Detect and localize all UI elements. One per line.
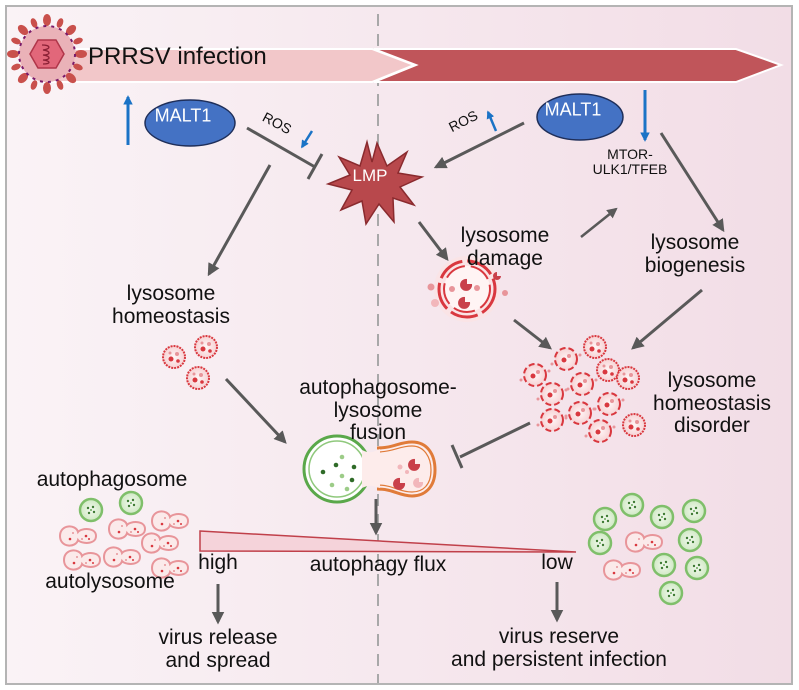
lysosome-biogenesis-label: lysosome biogenesis bbox=[644, 231, 746, 277]
autophagy-flux-wedge bbox=[199, 530, 577, 553]
lysosome-damage-line1: lysosome bbox=[460, 224, 550, 247]
flux-low-label: low bbox=[541, 551, 573, 574]
mtor-label-line2: ULK1/TFEB bbox=[592, 161, 668, 178]
malt1-node-left bbox=[144, 99, 236, 147]
ros-down-arrow-left bbox=[300, 130, 314, 149]
infection-title: PRRSV infection bbox=[88, 43, 267, 70]
virus-icon bbox=[7, 14, 87, 94]
virus-release-label: virus release and spread bbox=[158, 626, 278, 672]
lmp-label: LMP bbox=[352, 166, 388, 185]
lmp-burst bbox=[325, 139, 425, 227]
virus-reserve-line1: virus reserve bbox=[498, 625, 620, 648]
ros-arrow-right bbox=[433, 121, 525, 169]
homeostasis-disorder-label: lysosome homeostasis disorder bbox=[653, 369, 771, 438]
malt1-label-left: MALT1 bbox=[154, 105, 212, 126]
mtor-label-line1: MTOR- bbox=[607, 146, 653, 162]
malt1-node-right bbox=[536, 93, 624, 141]
lysosome-cluster-disorder bbox=[518, 335, 646, 443]
virus-release-line2: and spread bbox=[165, 648, 271, 672]
flux-high-label: high bbox=[198, 551, 238, 574]
mtor-label: MTOR- ULK1/TFEB bbox=[592, 146, 668, 178]
fusion-label-line3: fusion bbox=[349, 421, 407, 445]
fusion-label: autophagosome- lysosome fusion bbox=[299, 376, 457, 445]
autophagosome-label: autophagosome bbox=[36, 468, 188, 491]
lysosome-biogenesis-line1: lysosome bbox=[650, 231, 740, 254]
autophagy-flux-label: autophagy flux bbox=[309, 553, 447, 576]
fusion-label-line1: autophagosome- bbox=[299, 376, 457, 399]
virus-reserve-label: virus reserve and persistent infection bbox=[451, 625, 667, 671]
malt1-label-right: MALT1 bbox=[544, 99, 602, 120]
fusion-organelle bbox=[302, 434, 437, 504]
lysosome-damage-line2: damage bbox=[467, 246, 543, 270]
arrow-to-homeostasis bbox=[207, 164, 272, 277]
virus-release-line1: virus release bbox=[158, 626, 278, 649]
figure-frame: PRRSV infection MALT1 MALT1 ROS ROS LMP … bbox=[5, 5, 793, 685]
vesicle-cluster-left bbox=[59, 490, 189, 579]
inhibit-bar-disorder bbox=[450, 444, 464, 469]
virus-reserve-line2: and persistent infection bbox=[451, 647, 667, 671]
arrow-to-biogenesis bbox=[659, 132, 725, 233]
homeostasis-disorder-line2: homeostasis bbox=[653, 391, 771, 415]
ros-inhibit-line-left bbox=[246, 126, 316, 169]
lysosome-homeostasis-label: lysosome homeostasis bbox=[112, 282, 230, 328]
arrow-to-mtor bbox=[580, 207, 618, 238]
inhibit-bar-left bbox=[306, 153, 324, 180]
diagram-canvas bbox=[7, 14, 784, 683]
inhibit-line-disorder bbox=[459, 421, 531, 459]
vesicle-cluster-right bbox=[587, 492, 710, 606]
arrow-lmp-to-damage bbox=[417, 221, 449, 262]
fusion-label-line2: lysosome bbox=[333, 398, 423, 422]
lysosome-cluster-left bbox=[162, 335, 218, 390]
homeostasis-disorder-line1: lysosome bbox=[667, 369, 757, 392]
ros-up-arrow-right bbox=[486, 110, 498, 132]
lysosome-homeostasis-line2: homeostasis bbox=[112, 304, 230, 328]
lysosome-homeostasis-line1: lysosome bbox=[126, 282, 216, 305]
arrow-damage-to-disorder bbox=[513, 318, 552, 350]
lysosome-damage-label: lysosome damage bbox=[460, 224, 550, 270]
autolysosome-label: autolysosome bbox=[45, 570, 175, 593]
arrow-homeostasis-to-fusion bbox=[224, 377, 287, 444]
arrow-biogenesis-to-disorder bbox=[631, 288, 703, 350]
lysosome-biogenesis-line2: biogenesis bbox=[644, 253, 746, 277]
infection-bar-late bbox=[373, 48, 784, 83]
damaged-lysosome bbox=[427, 256, 508, 322]
homeostasis-disorder-line3: disorder bbox=[674, 414, 750, 438]
